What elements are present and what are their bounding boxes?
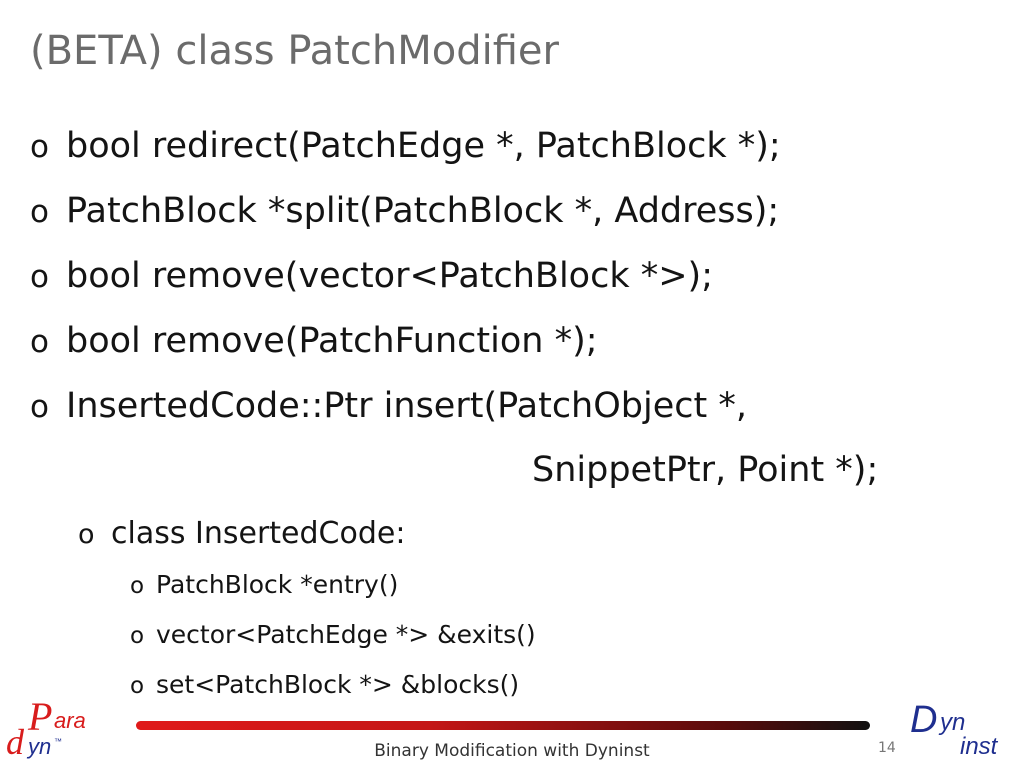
logo-right-initial: D [910,699,937,741]
bullet-marker: o [130,673,145,699]
bullet-continuation: SnippetPtr, Point *); [532,450,879,490]
sub-sub-bullet-item: o vector<PatchEdge *> &exits() [130,620,536,649]
footer-accent-bar [136,721,870,730]
bullet-marker: o [130,573,145,599]
sub-sub-bullet-text: set<PatchBlock *> &blocks() [156,670,520,699]
page-number: 14 [878,740,896,756]
logo-left-initial-top: P [27,694,52,739]
sub-sub-bullet-item: o PatchBlock *entry() [130,570,398,599]
bullet-marker: o [30,324,49,360]
logo-left-initial-bottom: d [6,722,25,760]
logo-left-line2: yn [26,734,51,759]
slide-title: (BETA) class PatchModifier [30,28,559,74]
sub-bullet-text: class InsertedCode: [111,516,406,551]
bullet-marker: o [78,519,95,550]
bullet-item: o bool remove(PatchFunction *); [30,321,598,361]
bullet-marker: o [30,389,49,425]
logo-left-line1: ara [54,708,86,733]
bullet-item: o PatchBlock *split(PatchBlock *, Addres… [30,191,779,231]
bullet-text: bool remove(PatchFunction *); [66,321,598,361]
sub-sub-bullet-item: o set<PatchBlock *> &blocks() [130,670,519,699]
footer-text: Binary Modification with Dyninst [374,741,650,761]
logo-left-tm: ™ [54,737,62,746]
bullet-text: bool remove(vector<PatchBlock *>); [66,256,713,296]
sub-bullet-item: o class InsertedCode: [78,516,405,551]
sub-sub-bullet-text: PatchBlock *entry() [156,570,399,599]
sub-sub-bullet-text: vector<PatchEdge *> &exits() [156,620,536,649]
bullet-text: bool redirect(PatchEdge *, PatchBlock *)… [66,126,781,166]
bullet-item: o bool remove(vector<PatchBlock *>); [30,256,713,296]
bullet-marker: o [30,259,49,295]
dyninst-logo: D yn inst [910,699,999,760]
logo-right-line1: yn [938,709,965,736]
bullet-text: PatchBlock *split(PatchBlock *, Address)… [66,191,780,231]
bullet-item: o InsertedCode::Ptr insert(PatchObject *… [30,386,747,426]
bullet-marker: o [30,129,49,165]
bullet-text: InsertedCode::Ptr insert(PatchObject *, [66,386,747,426]
logo-right-line2: inst [960,733,999,760]
bullet-marker: o [30,194,49,230]
bullet-marker: o [130,623,145,649]
paradyn-logo: P ara d yn ™ [6,694,86,760]
bullet-item: o bool redirect(PatchEdge *, PatchBlock … [30,126,781,166]
